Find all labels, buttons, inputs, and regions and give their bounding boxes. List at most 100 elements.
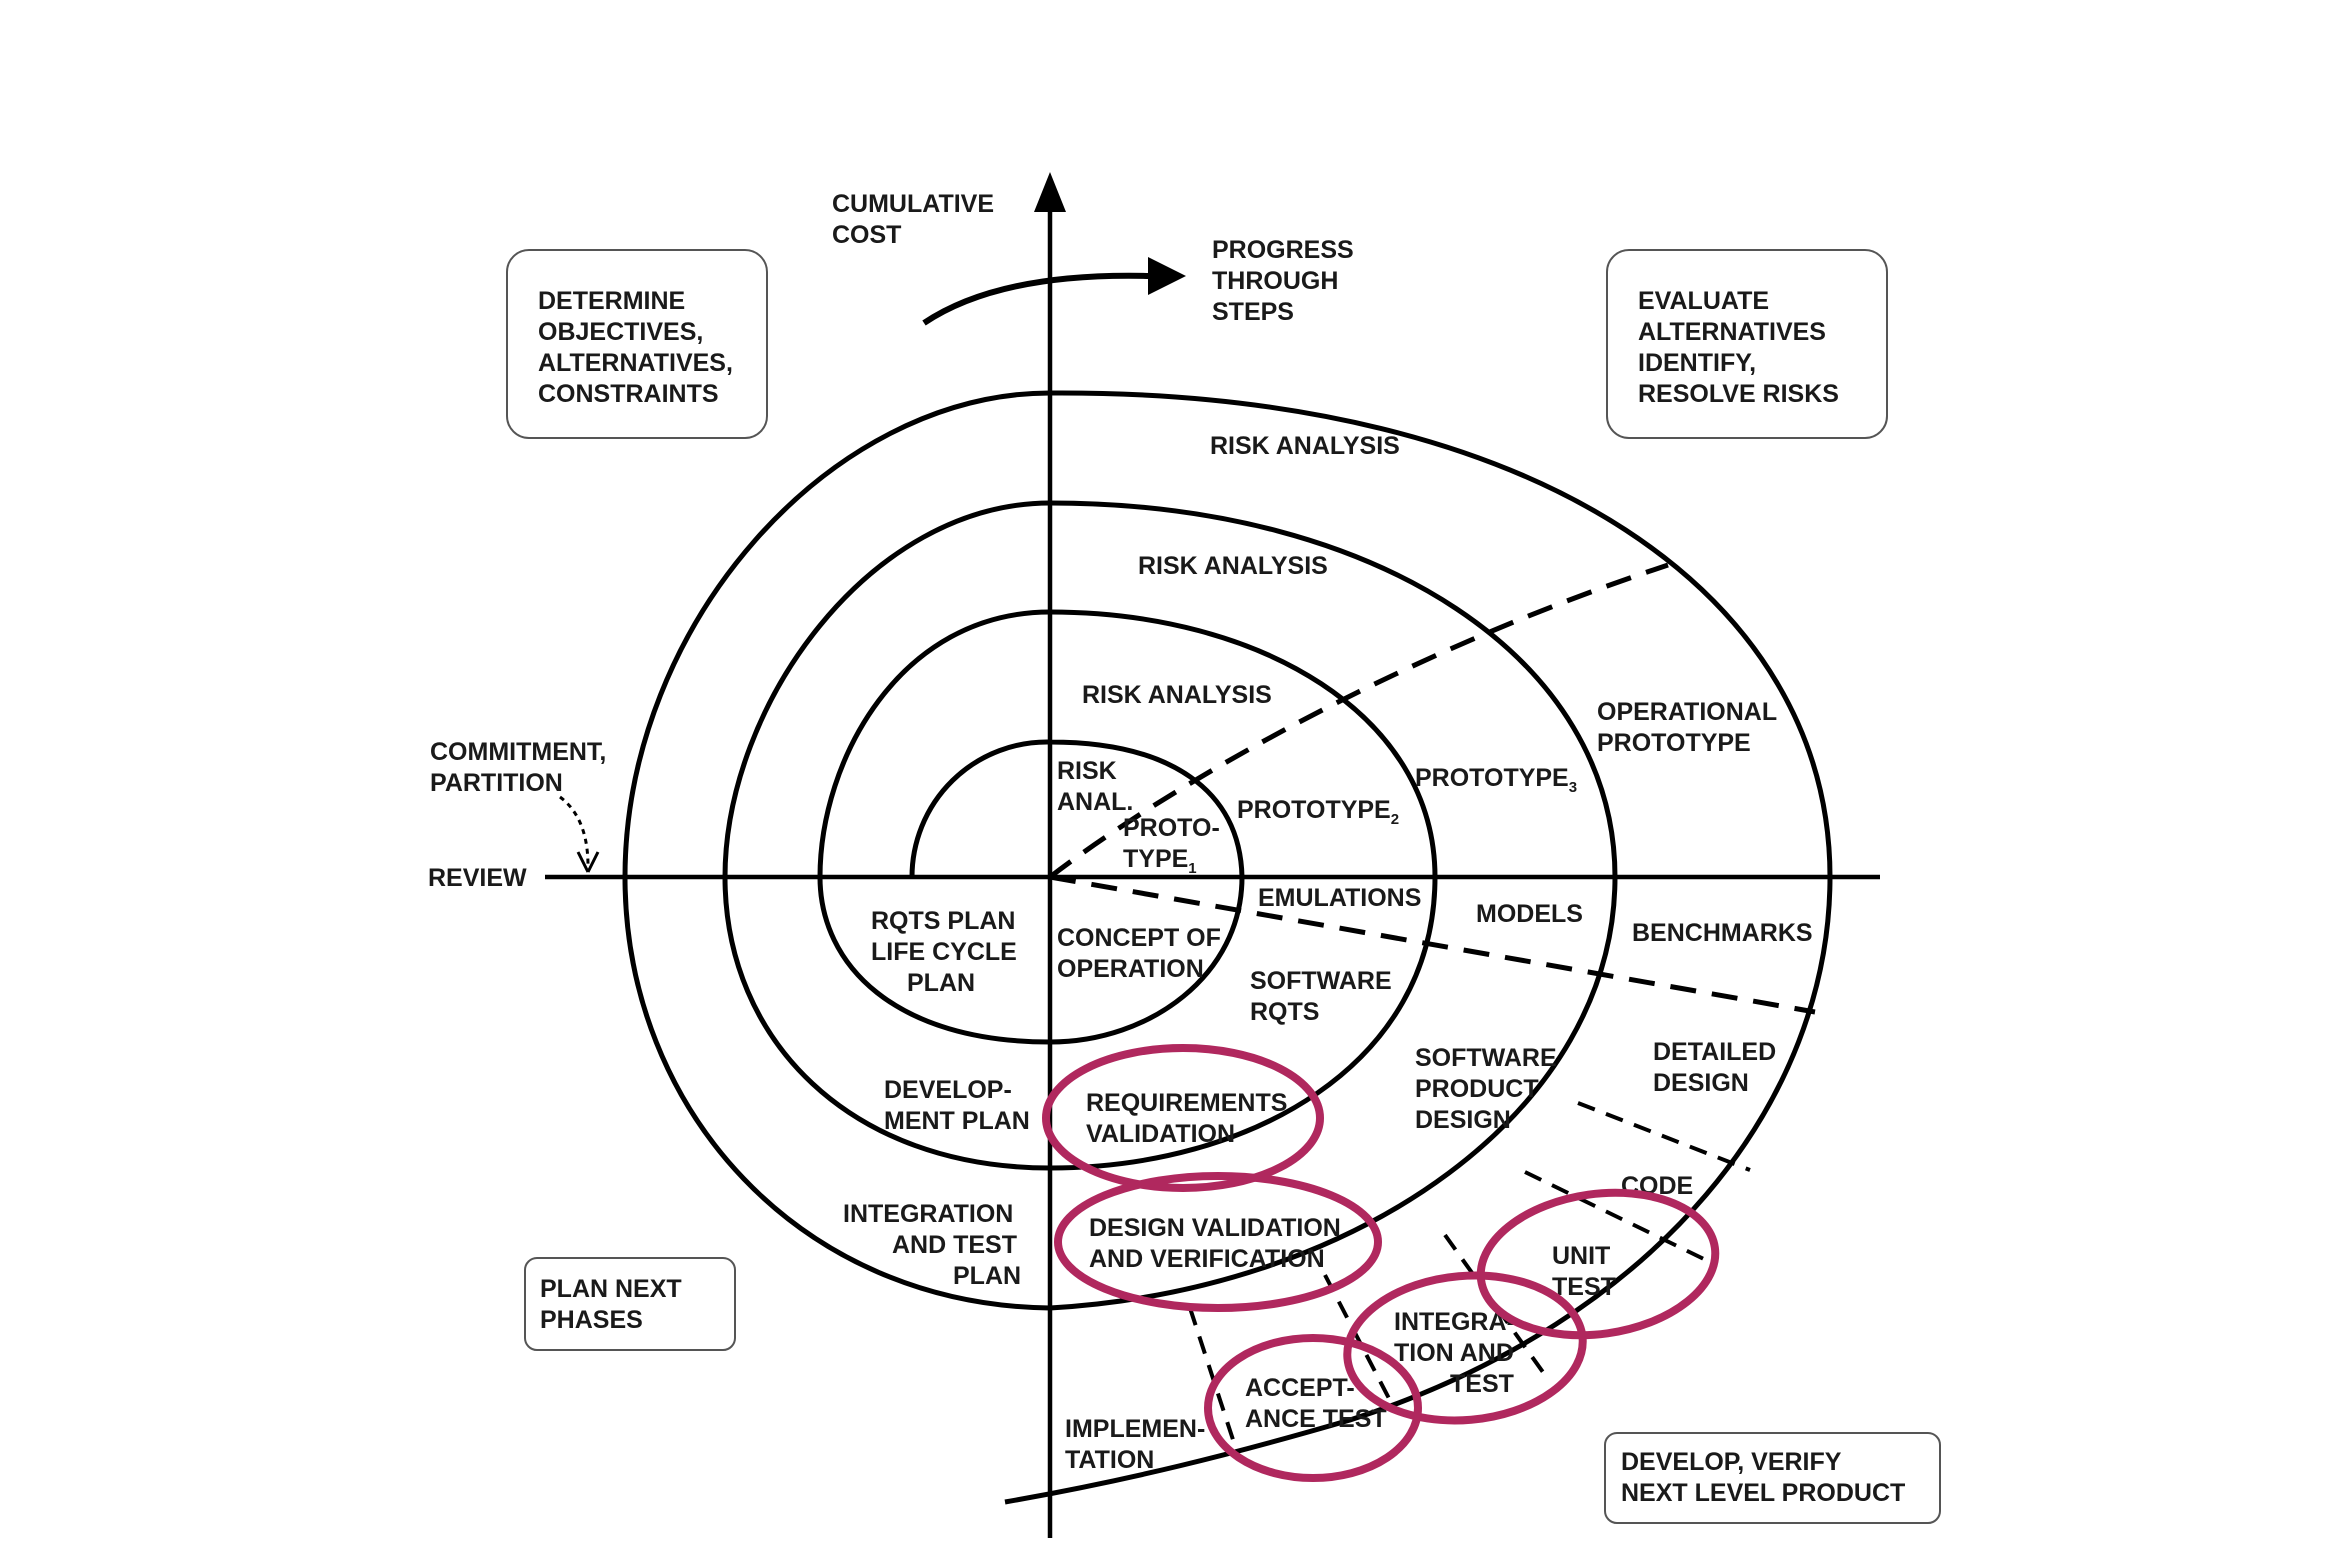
prototype2-text: PROTOTYPE (1237, 796, 1391, 824)
highlight-requirements-validation (1042, 1044, 1324, 1192)
quadrant-top-left: DETERMINE OBJECTIVES, ALTERNATIVES, CONS… (506, 249, 768, 439)
implementation-label: IMPLEMEN- (1065, 1415, 1205, 1443)
risk-anal-label: ANAL. (1057, 788, 1133, 816)
software-product-design-label: DESIGN (1415, 1106, 1511, 1134)
quadrant-top-right: EVALUATE ALTERNATIVES IDENTIFY, RESOLVE … (1606, 249, 1888, 439)
quadrant-bottom-right: DEVELOP, VERIFY NEXT LEVEL PRODUCT (1604, 1432, 1941, 1524)
dashed-line-detailed (1577, 1101, 1751, 1172)
prototype2-label: PROTOTYPE2 (1237, 796, 1399, 828)
integration-test-label: INTEGRA- (1394, 1308, 1515, 1336)
prototype2-subscript: 2 (1391, 811, 1399, 828)
operational-prototype-label: PROTOTYPE (1597, 729, 1751, 757)
unit-test-label: UNIT (1552, 1242, 1610, 1270)
prototype1-label: PROTO- (1123, 814, 1220, 842)
concept-label: CONCEPT OF (1057, 924, 1221, 952)
progress-label: PROGRESS (1212, 236, 1354, 264)
requirements-validation-label: VALIDATION (1086, 1120, 1235, 1148)
requirements-validation-label: REQUIREMENTS (1086, 1089, 1287, 1117)
quadrant-text: ALTERNATIVES (1638, 318, 1826, 346)
highlight-integration-test (1343, 1271, 1587, 1425)
emulations-label: EMULATIONS (1258, 884, 1421, 912)
commitment-label: PARTITION (430, 769, 563, 797)
spiral-cycle-3 (622, 390, 1618, 1311)
integration-plan-label: PLAN (953, 1262, 1021, 1290)
quadrant-box (524, 1257, 736, 1351)
prototype3-subscript: 3 (1569, 779, 1577, 796)
quadrant-text: RESOLVE RISKS (1638, 380, 1839, 408)
software-rqts-label: SOFTWARE (1250, 967, 1392, 995)
quadrant-text: PLAN NEXT (540, 1275, 682, 1303)
integration-plan-label: AND TEST (892, 1231, 1017, 1259)
risk-analysis-label: RISK ANALYSIS (1210, 432, 1400, 460)
quadrant-box (506, 249, 768, 439)
progress-label: THROUGH (1212, 267, 1338, 295)
models-label: MODELS (1476, 900, 1583, 928)
detailed-design-label: DESIGN (1653, 1069, 1749, 1097)
prototype3-text: PROTOTYPE (1415, 764, 1569, 792)
quadrant-text: DEVELOP, VERIFY (1621, 1448, 1842, 1476)
design-validation-label: AND VERIFICATION (1089, 1245, 1325, 1273)
acceptance-test-label: ACCEPT- (1245, 1374, 1355, 1402)
quadrant-text: OBJECTIVES, (538, 318, 703, 346)
benchmarks-label: BENCHMARKS (1632, 919, 1813, 947)
integration-test-label: TION AND (1394, 1339, 1514, 1367)
progress-arrow-head (1148, 257, 1186, 295)
spiral-labels: RISK ANALYSIS RISK ANALYSIS RISK ANALYSI… (843, 432, 1813, 1474)
rqts-plan-label: PLAN (907, 969, 975, 997)
dotted-arrow-down-icon (559, 795, 590, 867)
highlight-annotations (1042, 1044, 1720, 1482)
prototype3-label: PROTOTYPE3 (1415, 764, 1577, 796)
commitment-arrow-head (576, 851, 600, 873)
axis-labels: CUMULATIVE COST PROGRESS THROUGH STEPS R… (428, 190, 1354, 892)
quadrant-box (1604, 1432, 1941, 1524)
concept-label: OPERATION (1057, 955, 1204, 983)
development-plan-label: MENT PLAN (884, 1107, 1030, 1135)
curved-arrow-right-icon (922, 272, 1151, 326)
arrow-up-icon (1034, 172, 1066, 212)
unit-test-label: TEST (1552, 1273, 1616, 1301)
spiral (622, 390, 1833, 1505)
operational-prototype-label: OPERATIONAL (1597, 698, 1777, 726)
spiral-cycle-1 (817, 609, 1245, 1045)
spiral-cycle-4 (1004, 390, 1833, 1505)
prototype1-subscript: 1 (1188, 860, 1196, 877)
risk-anal-label: RISK (1057, 757, 1117, 785)
review-label: REVIEW (428, 864, 527, 892)
risk-analysis-label: RISK ANALYSIS (1138, 552, 1328, 580)
software-product-design-label: PRODUCT (1415, 1075, 1539, 1103)
rqts-plan-label: LIFE CYCLE (871, 938, 1017, 966)
rqts-plan-label: RQTS PLAN (871, 907, 1015, 935)
quadrant-text: CONSTRAINTS (538, 380, 719, 408)
spiral-cycle-2 (722, 500, 1438, 1171)
integration-test-label: TEST (1450, 1370, 1514, 1398)
highlight-acceptance-test (1204, 1334, 1422, 1482)
quadrant-bottom-left: PLAN NEXT PHASES (524, 1257, 736, 1351)
implementation-label: TATION (1065, 1446, 1154, 1474)
design-validation-label: DESIGN VALIDATION (1089, 1214, 1341, 1242)
quadrant-text: DETERMINE (538, 287, 685, 315)
highlight-unit-test (1476, 1188, 1720, 1340)
prototype1-label: TYPE1 (1123, 845, 1197, 877)
prototype1-text: TYPE (1123, 845, 1188, 873)
quadrant-text: IDENTIFY, (1638, 349, 1756, 377)
acceptance-test-label: ANCE TEST (1245, 1405, 1387, 1433)
quadrant-text: EVALUATE (1638, 287, 1769, 315)
dashed-line-prototype (1048, 562, 1669, 879)
dashed-line-code (1524, 1170, 1713, 1265)
dashed-line-benchmark (1049, 874, 1816, 1015)
risk-analysis-label: RISK ANALYSIS (1082, 681, 1272, 709)
cost-label: CUMULATIVE (832, 190, 994, 218)
detailed-design-label: DETAILED (1653, 1038, 1776, 1066)
quadrant-box (1606, 249, 1888, 439)
integration-plan-label: INTEGRATION (843, 1200, 1013, 1228)
development-plan-label: DEVELOP- (884, 1076, 1012, 1104)
software-rqts-label: RQTS (1250, 998, 1319, 1026)
software-product-design-label: SOFTWARE (1415, 1044, 1557, 1072)
commitment-label: COMMITMENT, (430, 738, 606, 766)
quadrant-text: PHASES (540, 1306, 643, 1334)
quadrant-text: NEXT LEVEL PRODUCT (1621, 1479, 1905, 1507)
quadrant-text: ALTERNATIVES, (538, 349, 733, 377)
highlight-design-validation (1054, 1172, 1382, 1312)
